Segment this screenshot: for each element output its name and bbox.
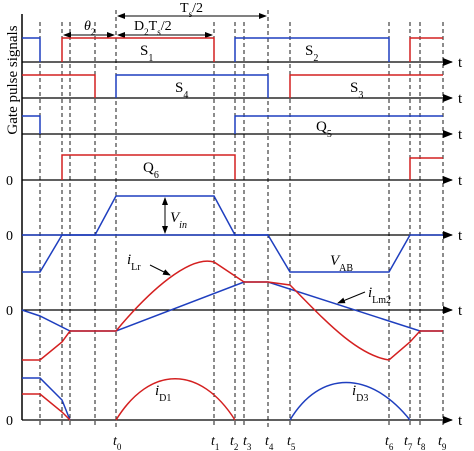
- q5-waveform: [234, 115, 443, 134]
- s3-waveform-start: [22, 74, 96, 98]
- t7-label: t7: [404, 434, 413, 451]
- zero-labels: 0 0 0 0: [6, 174, 13, 429]
- ilm2-pointer: [337, 291, 366, 304]
- t-label-6: t: [458, 303, 463, 319]
- t-label-4: t: [458, 173, 463, 189]
- t9-label: t9: [438, 434, 447, 451]
- theta2-label: θ2: [84, 19, 95, 37]
- d2ts-label: D2Ts/2: [134, 19, 172, 37]
- t1-label: t1: [211, 434, 219, 451]
- s2-waveform-start: [22, 37, 41, 62]
- t8-label: t8: [417, 434, 426, 451]
- ilr-label: iLr: [127, 252, 141, 273]
- y-axis-title: Gate pulse signals: [5, 25, 21, 134]
- s1-waveform-end: [409, 37, 443, 62]
- vin-waveform: [22, 195, 268, 236]
- q6-waveform-end: [409, 157, 443, 180]
- diode-waveforms: [22, 377, 411, 421]
- signal-labels: S1 S2 S4 S3 Q5 Q6: [140, 43, 363, 181]
- id3-label: iD3: [352, 383, 368, 404]
- q6-label: Q6: [143, 160, 159, 181]
- id1-waveform: [115, 378, 236, 421]
- waveform-labels: Vin VAB iLr iLm2 iD1 iD3: [127, 210, 391, 404]
- dashed-time-lines: [39, 10, 444, 428]
- t0-label: t0: [113, 434, 122, 451]
- zero-label-1: 0: [6, 174, 13, 189]
- dimension-arrows: [63, 13, 267, 234]
- current-waveforms: [21, 260, 443, 361]
- s3-label: S3: [350, 80, 363, 101]
- vin-label: Vin: [170, 210, 187, 231]
- t2-label: t2: [230, 434, 238, 451]
- ts-half-label: Ts/2: [180, 1, 203, 19]
- s2-waveform: [234, 37, 390, 62]
- time-axis-labels: t t t t t t t: [458, 55, 463, 429]
- t6-label: t6: [385, 434, 394, 451]
- s2-label: S2: [305, 43, 318, 64]
- s1-label: S1: [140, 43, 153, 64]
- q5-label: Q5: [316, 119, 332, 140]
- id3-waveform: [289, 381, 411, 421]
- voltage-waveforms: [22, 195, 443, 273]
- ilm2-waveform: [21, 281, 443, 332]
- t-label-7: t: [458, 413, 463, 429]
- s1-waveform: [61, 37, 215, 62]
- q6-waveform: [61, 154, 236, 180]
- id-pre-blue: [22, 377, 71, 421]
- t-label-5: t: [458, 228, 463, 244]
- id-pre-red: [22, 393, 71, 421]
- vab-waveform: [22, 234, 443, 273]
- vab-label: VAB: [330, 253, 353, 274]
- t-label-1: t: [458, 55, 463, 71]
- zero-label-4: 0: [6, 414, 13, 429]
- time-instant-labels: t0 t1 t2 t3 t4 t5 t6 t7 t8 t9: [113, 434, 447, 451]
- id1-label: iD1: [155, 383, 171, 404]
- t5-label: t5: [287, 434, 296, 451]
- zero-label-3: 0: [6, 304, 13, 319]
- s4-waveform: [115, 74, 269, 98]
- s4-label: S4: [175, 80, 188, 101]
- gate-waveforms: [22, 37, 443, 180]
- t3-label: t3: [243, 434, 252, 451]
- t4-label: t4: [265, 434, 274, 451]
- ilr-pointer: [149, 264, 171, 276]
- ilm2-label: iLm2: [368, 285, 391, 306]
- q5-waveform-start: [22, 115, 41, 134]
- label-pointers: [149, 264, 366, 304]
- zero-label-2: 0: [6, 229, 13, 244]
- ilr-waveform: [22, 260, 443, 361]
- dimension-labels: Ts/2 θ2 D2Ts/2: [84, 1, 203, 37]
- s3-waveform: [289, 74, 443, 98]
- t-label-2: t: [458, 91, 463, 107]
- t-label-3: t: [458, 127, 463, 143]
